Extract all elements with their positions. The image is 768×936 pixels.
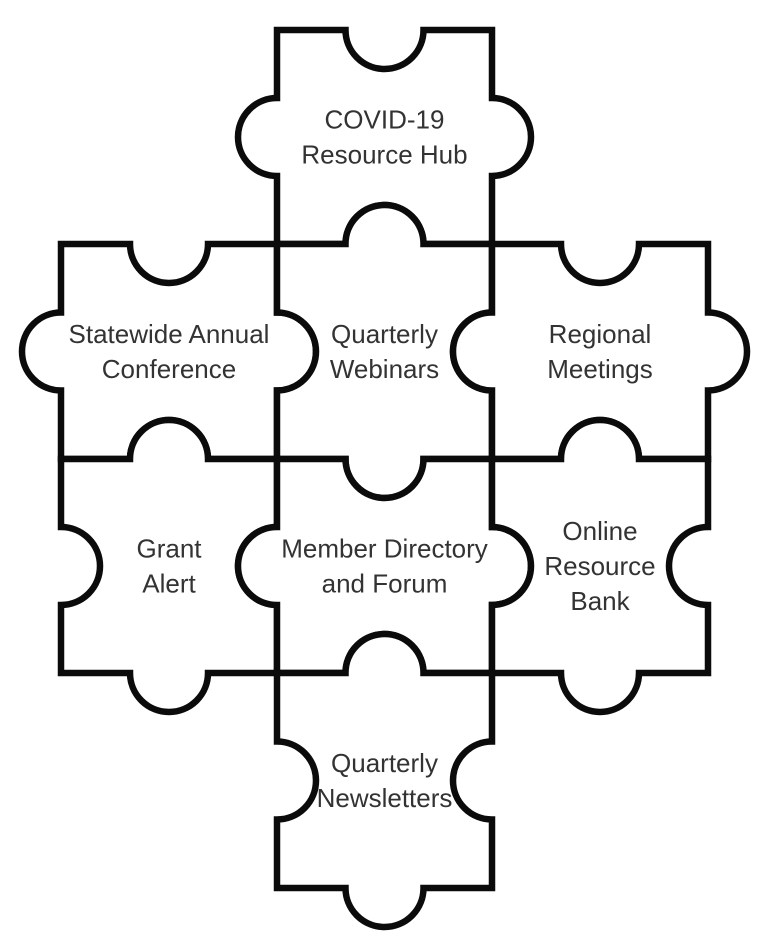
piece-label-line: Newsletters [317, 783, 453, 813]
piece-label-line: Webinars [330, 354, 439, 384]
piece-label-line: Bank [570, 586, 630, 616]
piece-label-line: Alert [142, 569, 196, 599]
piece-label-line: Meetings [547, 354, 653, 384]
piece-label-line: Member Directory [281, 534, 488, 564]
piece-label-line: COVID-19 [325, 105, 445, 135]
puzzle-piece-quarterly-newsletters [273, 630, 496, 931]
piece-label-line: Online [562, 516, 637, 546]
puzzle-piece-online-resource-bank [488, 416, 712, 716]
piece-label-line: Quarterly [331, 748, 438, 778]
piece-label-member-directory-and-forum: Member Directory and Forum [281, 534, 488, 599]
piece-label-line: Resource Hub [301, 140, 467, 170]
piece-label-line: Resource [544, 551, 655, 581]
piece-label-line: Statewide Annual [69, 319, 270, 349]
piece-label-line: Conference [102, 354, 236, 384]
piece-label-line: Grant [136, 534, 202, 564]
piece-label-line: Regional [549, 319, 652, 349]
piece-label-line: Quarterly [331, 319, 438, 349]
piece-label-line: and Forum [322, 569, 448, 599]
